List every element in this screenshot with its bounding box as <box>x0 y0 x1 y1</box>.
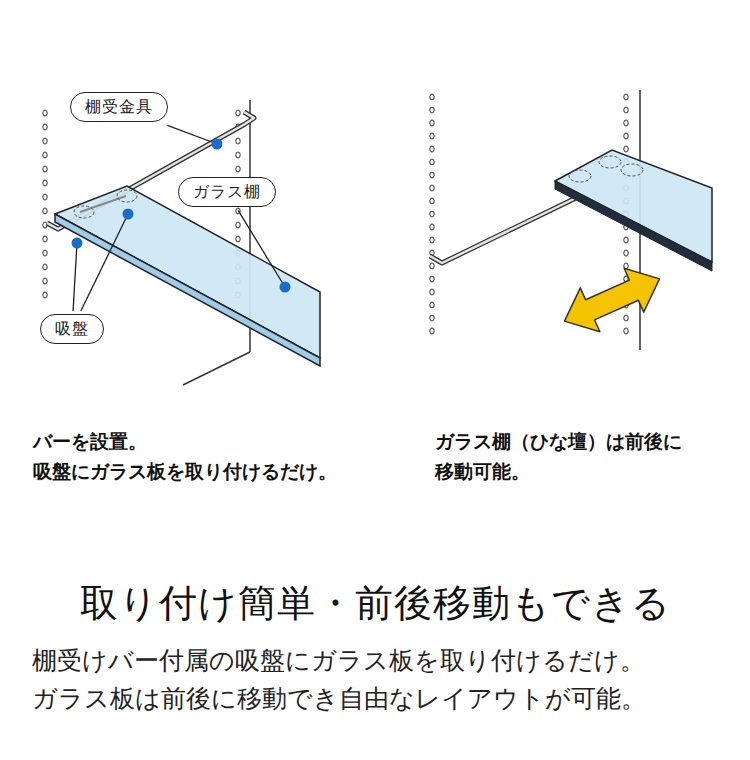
wall-hole <box>624 250 628 256</box>
callout-dot <box>212 139 223 150</box>
wall-hole <box>430 120 434 126</box>
suction-cup <box>569 170 591 182</box>
wall-hole <box>624 94 628 100</box>
wall-hole <box>430 237 434 243</box>
wall-hole <box>430 107 434 113</box>
wall-hole <box>430 302 434 308</box>
wall-hole <box>430 263 434 269</box>
leader-line <box>238 210 285 287</box>
callout-text: 吸盤 <box>55 318 89 340</box>
shelf-bar <box>80 196 126 212</box>
wall-hole <box>236 236 240 242</box>
wall-hole <box>624 315 628 321</box>
suction-cup <box>74 206 94 218</box>
wall-hole <box>430 276 434 282</box>
wall-hole <box>430 159 434 165</box>
callout-text: 棚受金具 <box>85 96 153 118</box>
wall-hole <box>43 236 47 242</box>
wall-hole <box>624 146 628 152</box>
leader-line <box>81 214 128 311</box>
glass-edge <box>555 181 712 271</box>
callout-dot <box>280 282 291 293</box>
wall-hole <box>430 146 434 152</box>
wall-hole <box>236 152 240 158</box>
suction-cup <box>621 164 643 176</box>
floor-edge <box>183 352 250 385</box>
leader-line <box>73 243 77 311</box>
wall-hole <box>43 278 47 284</box>
callout-dot <box>123 209 134 220</box>
wall-hole <box>430 289 434 295</box>
wall-holes <box>43 94 628 334</box>
wall-hole <box>43 152 47 158</box>
wall-hole <box>430 315 434 321</box>
wall-hole <box>430 328 434 334</box>
wall-hole <box>430 198 434 204</box>
leader-line <box>167 125 217 144</box>
shelf-bar <box>430 197 578 263</box>
wall-hole <box>43 138 47 144</box>
callout-dot <box>72 238 83 249</box>
shelf-bar <box>430 197 578 263</box>
wall-hole <box>43 194 47 200</box>
wall-hole <box>236 222 240 228</box>
move-arrow <box>555 257 670 343</box>
wall-hole <box>43 110 47 116</box>
wall-hole <box>430 172 434 178</box>
panel-caption: ガラス棚（ひな壇）は前後に 移動可能。 <box>435 426 701 487</box>
wall-hole <box>43 166 47 172</box>
wall-hole <box>236 110 240 116</box>
wall-hole <box>43 180 47 186</box>
glass-shelf <box>555 150 712 262</box>
suction-cup <box>599 156 621 168</box>
wall-hole <box>43 264 47 270</box>
wall-hole <box>624 237 628 243</box>
wall-hole <box>236 166 240 172</box>
title: 取り付け簡単・前後移動もできる <box>0 578 750 629</box>
glass-edge <box>55 214 320 366</box>
wall-hole <box>43 292 47 298</box>
wall-hole <box>430 94 434 100</box>
wall-hole <box>236 138 240 144</box>
panel-caption: バーを設置。 吸盤にガラス板を取り付けるだけ。 <box>33 426 366 487</box>
wall-hole <box>430 211 434 217</box>
caption: 棚受けバー付属の吸盤にガラス板を取り付けるだけ。 ガラス板は前後に移動でき自由な… <box>32 642 722 717</box>
callout-box: 棚受金具 <box>70 92 168 122</box>
callout-text: ガラス棚 <box>193 181 261 203</box>
wall-hole <box>430 224 434 230</box>
wall-hole <box>624 120 628 126</box>
wall-hole <box>624 107 628 113</box>
callout-box: ガラス棚 <box>178 177 276 207</box>
wall-hole <box>430 133 434 139</box>
wall-hole <box>43 250 47 256</box>
wall-hole <box>43 208 47 214</box>
wall-hole <box>624 328 628 334</box>
callout-box: 吸盤 <box>40 314 104 344</box>
wall-hole <box>624 133 628 139</box>
suction-cup <box>117 190 137 202</box>
wall-hole <box>430 185 434 191</box>
wall-hole <box>43 124 47 130</box>
